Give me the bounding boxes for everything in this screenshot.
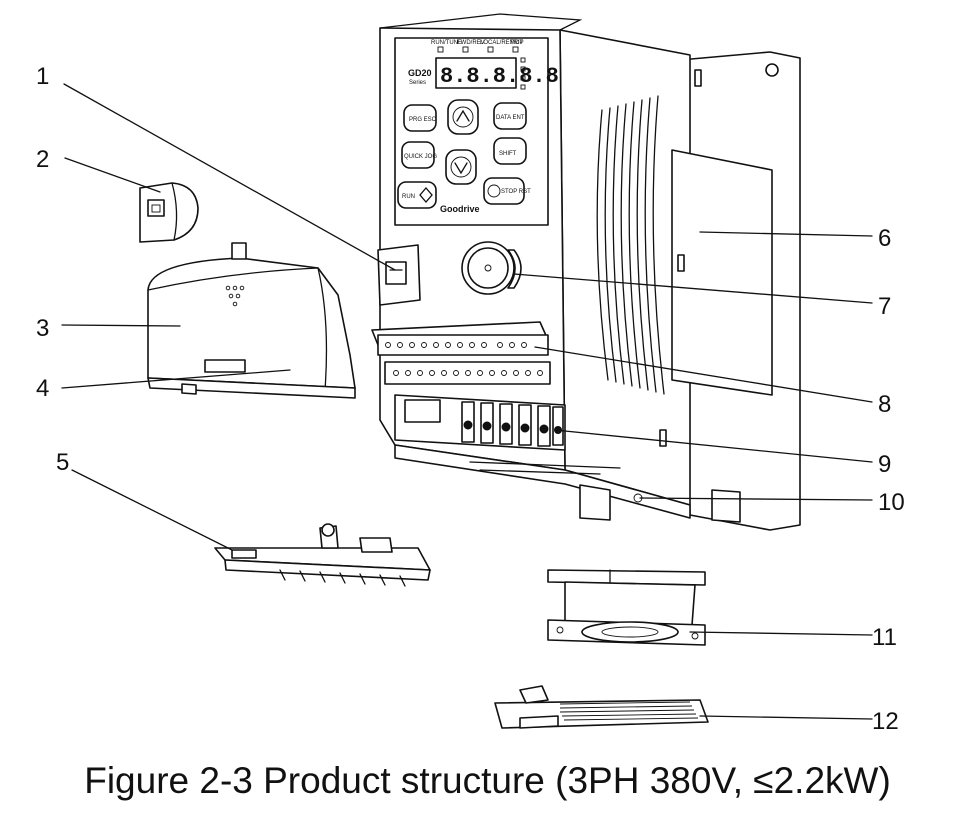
callout-numbers: 1 2 3 4 5 6 7 8 9 10 11 12: [36, 63, 905, 735]
keypad-panel: RUN/TUNE FWD/REV LOCAL/REMOT TRIP 8.8.8.…: [394, 37, 559, 226]
leader-9: [554, 429, 873, 463]
control-terminals: [371, 321, 551, 385]
control-board: [214, 523, 431, 587]
callout-2: 2: [36, 146, 49, 173]
callout-1: 1: [36, 63, 49, 90]
key-stop-rst[interactable]: STOP RST: [483, 177, 531, 205]
svg-text:QUICK JOG: QUICK JOG: [404, 154, 437, 160]
leader-3: [61, 324, 181, 327]
callout-12: 12: [872, 708, 899, 735]
key-prg-esc[interactable]: PRG ESC: [403, 104, 437, 132]
cooling-fan: [547, 569, 706, 646]
brand-label: Goodrive: [440, 204, 480, 214]
svg-text:RUN: RUN: [402, 194, 415, 200]
leader-6: [699, 231, 873, 237]
callout-4: 4: [36, 375, 49, 402]
key-run[interactable]: RUN: [397, 181, 437, 209]
leader-12: [699, 715, 873, 720]
callout-11: 11: [872, 624, 897, 651]
leader-11: [689, 631, 873, 636]
side-vents: [596, 95, 665, 395]
leader-4: [61, 369, 291, 389]
series-label: Series: [409, 80, 426, 86]
callout-7: 7: [878, 293, 891, 320]
leader-5: [71, 469, 233, 551]
leader-1: [63, 83, 396, 271]
indicator-trip: TRIP: [510, 40, 524, 46]
callout-9: 9: [878, 451, 891, 478]
series-name: GD20: [408, 68, 432, 78]
indicator-run: RUN/TUNE: [431, 40, 462, 46]
leader-10: [639, 497, 873, 501]
indicator-fwd: FWD/REV: [457, 40, 485, 46]
indicator-local: LOCAL/REMOT: [480, 40, 523, 46]
terminal-cover: [147, 242, 356, 399]
base-feet: [394, 444, 741, 523]
svg-text:PRG ESC: PRG ESC: [409, 117, 437, 123]
leader-7: [513, 273, 873, 304]
figure-caption: Figure 2-3 Product structure (3PH 380V, …: [84, 760, 891, 801]
key-data-ent[interactable]: DATA ENT: [493, 102, 527, 130]
inverter-body: RUN/TUNE FWD/REV LOCAL/REMOT TRIP 8.8.8.…: [371, 13, 801, 531]
key-up[interactable]: [447, 99, 479, 135]
fan-cover: [494, 685, 709, 729]
svg-text:DATA ENT: DATA ENT: [496, 115, 525, 121]
leader-8: [534, 346, 873, 403]
callout-6: 6: [878, 225, 891, 252]
key-quick-jog[interactable]: QUICK JOG: [401, 141, 437, 169]
leader-lines: [61, 83, 873, 720]
display-digits: 8.8.8.8.8: [440, 64, 559, 89]
key-shift[interactable]: SHIFT: [493, 137, 527, 165]
callout-10: 10: [878, 489, 905, 516]
potentiometer-knob: [461, 241, 522, 295]
keypad-port: [377, 244, 421, 306]
keypad-connector: [139, 182, 199, 243]
power-terminals: [394, 394, 566, 451]
callout-3: 3: [36, 315, 49, 342]
svg-text:STOP RST: STOP RST: [501, 189, 531, 195]
led-display: [435, 57, 517, 89]
leader-2: [64, 157, 161, 193]
svg-text:SHIFT: SHIFT: [499, 151, 517, 157]
key-down[interactable]: [445, 149, 477, 185]
callout-5: 5: [56, 449, 69, 476]
callout-8: 8: [878, 391, 891, 418]
